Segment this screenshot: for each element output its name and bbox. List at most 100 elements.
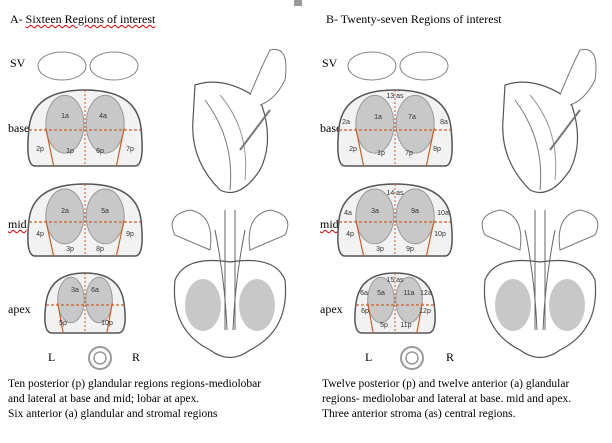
region-label: 15 as — [386, 277, 404, 284]
base-label-b: base — [320, 121, 342, 135]
right-label-a: R — [132, 350, 141, 364]
region-label: 4a — [344, 210, 352, 217]
region-label: 11p — [400, 322, 411, 329]
region-label: 11a — [403, 290, 414, 297]
region-label: 13 as — [386, 93, 404, 100]
seminal-vesicle-left — [171, 209, 212, 251]
panel-a-title: A- Sixteen Regions of interest — [10, 12, 155, 27]
seminal-vesicle-right — [248, 209, 289, 251]
region-label: 7a — [408, 114, 416, 121]
title-main: Sixteen Regions of interest — [25, 12, 156, 26]
region-label: 10p — [101, 320, 113, 327]
panel-b-title: B- Twenty-seven Regions of interest — [326, 12, 502, 26]
seminal-vesicle-right — [89, 51, 139, 81]
region-label: 10a — [437, 210, 449, 217]
gland-left — [45, 188, 85, 245]
gland-left — [355, 94, 395, 154]
region-label: 6p — [361, 308, 369, 315]
region-label: 1a — [374, 114, 382, 121]
lateral-line — [115, 127, 125, 167]
zone-line — [219, 94, 247, 181]
region-label: 5a — [101, 208, 109, 215]
seminal-vesicle-left — [347, 51, 397, 81]
right-label-b: R — [446, 350, 455, 364]
region-label: 5p — [59, 320, 67, 327]
duct-line — [239, 109, 271, 151]
gland-left — [57, 276, 85, 324]
gland-right — [549, 279, 585, 331]
seminal-vesicle-right — [399, 51, 449, 81]
apex-label-a: apex — [8, 302, 31, 316]
mid-label-a: mid — [8, 217, 27, 231]
lateral-line — [57, 302, 64, 334]
caption-a-line: Ten posterior (p) glandular regions regi… — [8, 378, 262, 390]
gland-left — [367, 276, 395, 324]
region-label: 1p — [66, 148, 74, 155]
lateral-line — [355, 219, 365, 257]
sv-label-a: SV — [10, 56, 26, 70]
region-label: 8p — [433, 146, 441, 153]
caption-b-line: Twelve posterior (p) and twelve anterior… — [322, 378, 570, 390]
urethra-icon — [93, 351, 107, 365]
region-label: 7p — [405, 150, 413, 157]
caption-a-line: and lateral at base and mid; lobar at ap… — [8, 393, 200, 405]
region-label: 5p — [380, 322, 388, 329]
ejaculatory-ducts — [524, 210, 556, 331]
lateral-line — [425, 127, 435, 167]
lateral-line — [45, 219, 55, 257]
gland-right — [395, 94, 435, 154]
gland-left — [185, 279, 221, 331]
caption-a: Ten posterior (p) glandular regions regi… — [8, 377, 261, 422]
region-label: 12a — [420, 290, 432, 297]
urethra-icon — [400, 346, 424, 370]
lateral-line — [115, 219, 125, 257]
gland-right — [85, 276, 113, 324]
region-label: 6a — [360, 290, 368, 297]
urethra-icon — [405, 351, 419, 365]
apex-label-b: apex — [320, 302, 343, 316]
title-prefix: A- — [10, 12, 26, 26]
region-label: 2a — [61, 208, 69, 215]
caption-b: Twelve posterior (p) and twelve anterior… — [322, 377, 571, 422]
region-label: 1a — [61, 113, 69, 120]
lateral-line — [106, 302, 113, 334]
gland-right — [85, 94, 125, 154]
base-label-a: base — [8, 121, 30, 135]
sagittal-view — [192, 48, 287, 194]
region-label: 14 as — [386, 190, 404, 197]
region-label: 3p — [66, 246, 74, 253]
region-label: 5a — [377, 290, 385, 297]
gland-left — [495, 279, 531, 331]
mid-label-b: mid — [320, 217, 339, 231]
region-label: 8p — [96, 246, 104, 253]
region-label: 4a — [99, 113, 107, 120]
lateral-line — [45, 127, 55, 167]
region-label: 3a — [71, 287, 79, 294]
gland-left — [355, 188, 395, 245]
seminal-vesicle-left — [37, 51, 87, 81]
lateral-line — [355, 127, 365, 167]
coronal-view — [171, 209, 289, 359]
lateral-line — [416, 302, 423, 334]
left-label-b: L — [365, 350, 373, 364]
lateral-line — [425, 219, 435, 257]
caption-a-line: Six anterior (a) glandular and stromal r… — [8, 408, 218, 420]
gland-right — [395, 188, 435, 245]
region-label: 3a — [371, 208, 379, 215]
seminal-vesicle — [559, 48, 597, 106]
lateral-line — [367, 302, 374, 334]
zone-line — [529, 94, 557, 181]
urethra-line — [514, 99, 542, 191]
urethra-icon — [88, 346, 112, 370]
seminal-vesicle-right — [558, 209, 599, 251]
caption-b-line: Three anterior stroma (as) central regio… — [322, 408, 516, 420]
gland-left — [45, 94, 85, 154]
region-label: 2a — [342, 119, 350, 126]
seminal-vesicle — [249, 48, 287, 106]
gland-right — [239, 279, 275, 331]
